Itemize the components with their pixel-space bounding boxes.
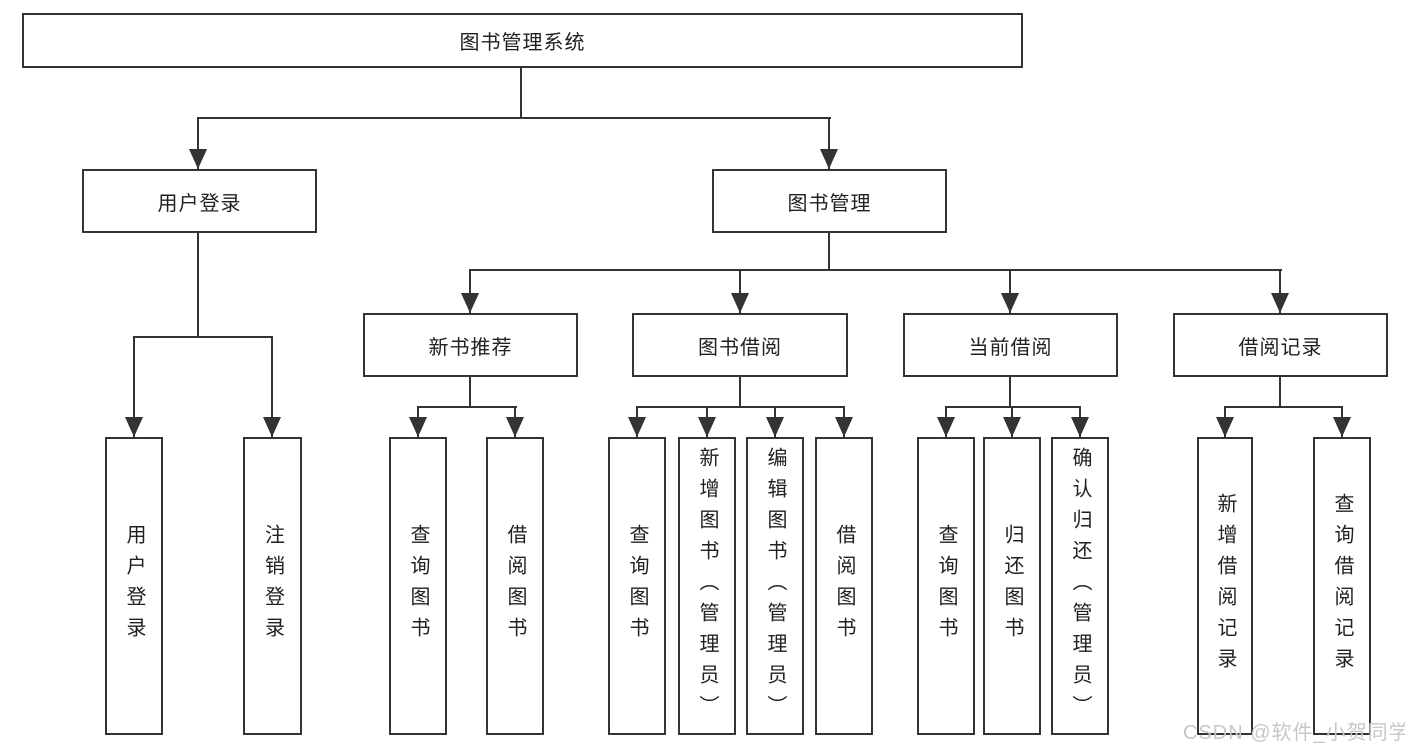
- leaf-borrow-add-admin-label: 新增图书（管理员）: [696, 446, 718, 726]
- node-book-borrow-label: 图书借阅: [698, 336, 782, 359]
- leaf-borrow-edit-admin: 编辑图书（管理员）: [746, 437, 804, 735]
- connector-line: [1279, 377, 1281, 407]
- node-book-management: 图书管理: [712, 169, 947, 233]
- connector-line: [469, 377, 471, 407]
- connector-line: [469, 270, 471, 313]
- connector-line: [1279, 270, 1281, 313]
- node-new-book-recommend: 新书推荐: [363, 313, 578, 377]
- arrowhead-icon: [835, 417, 853, 437]
- connector-line: [271, 337, 273, 437]
- arrowhead-icon: [125, 417, 143, 437]
- connector-line: [197, 117, 831, 119]
- arrowhead-icon: [506, 417, 524, 437]
- arrowhead-icon: [698, 417, 716, 437]
- leaf-current-return: 归还图书: [983, 437, 1041, 735]
- node-root: 图书管理系统: [22, 13, 1023, 68]
- leaf-record-add: 新增借阅记录: [1197, 437, 1253, 735]
- node-new-book-recommend-label: 新书推荐: [428, 336, 513, 359]
- leaf-newbook-borrow-label: 借阅图书: [504, 524, 526, 648]
- connector-line: [1009, 377, 1011, 407]
- connector-line: [197, 118, 199, 169]
- connector-line: [739, 270, 741, 313]
- leaf-record-add-label: 新增借阅记录: [1214, 493, 1236, 679]
- arrowhead-icon: [937, 417, 955, 437]
- connector-line: [1009, 270, 1011, 313]
- connector-line: [133, 337, 135, 437]
- arrowhead-icon: [263, 417, 281, 437]
- leaf-borrow-book: 借阅图书: [815, 437, 873, 735]
- arrowhead-icon: [409, 417, 427, 437]
- leaf-borrow-query-label: 查询图书: [626, 524, 648, 648]
- leaf-logout-label: 注销登录: [261, 524, 284, 648]
- leaf-borrow-query: 查询图书: [608, 437, 666, 735]
- arrowhead-icon: [820, 149, 838, 169]
- connector-line: [1224, 406, 1343, 408]
- connector-line: [417, 406, 517, 408]
- leaf-borrow-book-label: 借阅图书: [833, 524, 855, 648]
- leaf-current-query: 查询图书: [917, 437, 975, 735]
- arrowhead-icon: [1071, 417, 1089, 437]
- node-borrow-records-label: 借阅记录: [1238, 336, 1323, 359]
- leaf-user-login: 用户登录: [105, 437, 163, 735]
- node-current-borrow-label: 当前借阅: [968, 336, 1053, 359]
- node-user-login: 用户登录: [82, 169, 317, 233]
- leaf-record-query-label: 查询借阅记录: [1331, 493, 1353, 679]
- arrowhead-icon: [731, 293, 749, 313]
- leaf-current-return-label: 归还图书: [1001, 524, 1023, 648]
- csdn-watermark: CSDN @软件_小贺同学: [1183, 722, 1405, 744]
- leaf-current-confirm-admin: 确认归还（管理员）: [1051, 437, 1109, 735]
- leaf-newbook-borrow: 借阅图书: [486, 437, 544, 735]
- node-book-borrow: 图书借阅: [632, 313, 848, 377]
- connector-line: [828, 233, 830, 270]
- connector-line: [197, 233, 199, 337]
- leaf-current-query-label: 查询图书: [935, 524, 957, 648]
- arrowhead-icon: [189, 149, 207, 169]
- connector-line: [133, 336, 273, 338]
- connector-line: [739, 377, 741, 407]
- node-book-management-label: 图书管理: [787, 192, 872, 215]
- connector-line: [828, 118, 830, 169]
- connector-line: [520, 68, 522, 118]
- leaf-user-login-label: 用户登录: [123, 524, 145, 648]
- leaf-newbook-query: 查询图书: [389, 437, 447, 735]
- node-borrow-records: 借阅记录: [1173, 313, 1388, 377]
- connector-line: [636, 406, 845, 408]
- arrowhead-icon: [766, 417, 784, 437]
- arrowhead-icon: [1003, 417, 1021, 437]
- connector-line: [469, 269, 1282, 271]
- connector-line: [945, 406, 1081, 408]
- leaf-newbook-query-label: 查询图书: [407, 524, 429, 648]
- leaf-borrow-add-admin: 新增图书（管理员）: [678, 437, 736, 735]
- leaf-borrow-edit-admin-label: 编辑图书（管理员）: [764, 446, 786, 726]
- leaf-logout: 注销登录: [243, 437, 302, 735]
- arrowhead-icon: [1271, 293, 1289, 313]
- node-current-borrow: 当前借阅: [903, 313, 1118, 377]
- arrowhead-icon: [1333, 417, 1351, 437]
- leaf-record-query: 查询借阅记录: [1313, 437, 1371, 735]
- arrowhead-icon: [628, 417, 646, 437]
- arrowhead-icon: [1216, 417, 1234, 437]
- leaf-current-confirm-admin-label: 确认归还（管理员）: [1069, 446, 1091, 726]
- arrowhead-icon: [461, 293, 479, 313]
- node-root-label: 图书管理系统: [459, 32, 586, 54]
- node-user-login-label: 用户登录: [157, 192, 242, 215]
- arrowhead-icon: [1001, 293, 1019, 313]
